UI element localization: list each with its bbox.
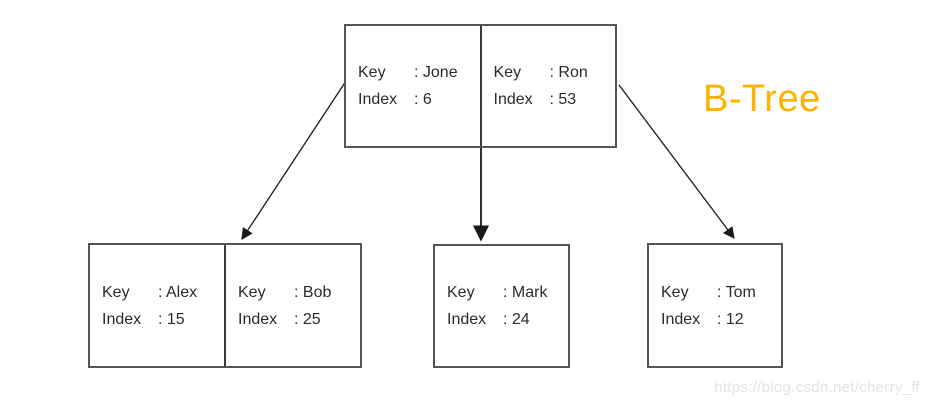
index-value: : 12 <box>717 310 744 328</box>
btree-child-node-middle: Key : Mark Index : 24 <box>433 244 570 368</box>
root-cell-ron: Key : Ron Index : 53 <box>479 26 616 146</box>
index-row: Index : 15 <box>102 306 224 333</box>
child-cell-bob: Key : Bob Index : 25 <box>224 245 360 366</box>
key-value: : Jone <box>414 64 458 81</box>
index-label: Index <box>358 91 398 108</box>
index-value: : 6 <box>414 91 432 108</box>
index-value: : 25 <box>294 310 321 328</box>
key-row: Key : Tom <box>661 279 781 306</box>
index-label: Index <box>493 91 533 108</box>
key-label: Key <box>493 64 522 81</box>
child-cell-alex: Key : Alex Index : 15 <box>90 245 224 366</box>
key-label: Key <box>661 283 689 301</box>
key-row: Key : Jone <box>358 59 480 86</box>
index-row: Index : 24 <box>447 306 568 333</box>
child-cell-mark: Key : Mark Index : 24 <box>435 246 568 366</box>
index-row: Index : 6 <box>358 86 480 113</box>
root-cell-jone: Key : Jone Index : 6 <box>346 26 480 146</box>
index-label: Index <box>661 310 701 328</box>
index-row: Index : 25 <box>238 306 360 333</box>
key-label: Key <box>358 64 386 81</box>
btree-root-node: Key : Jone Index : 6 Key : Ron Index : 53 <box>344 24 617 148</box>
index-row: Index : 53 <box>494 86 616 113</box>
key-row: Key : Ron <box>494 59 616 86</box>
key-row: Key : Bob <box>238 279 360 306</box>
key-label: Key <box>102 283 130 301</box>
index-value: : 24 <box>503 311 530 328</box>
key-value: : Tom <box>717 283 756 301</box>
key-value: : Alex <box>158 283 198 301</box>
diagram-title: B-Tree <box>703 78 821 120</box>
key-row: Key : Alex <box>102 279 224 306</box>
index-row: Index : 12 <box>661 306 781 333</box>
key-row: Key : Mark <box>447 279 568 306</box>
child-cell-tom: Key : Tom Index : 12 <box>649 245 781 366</box>
key-value: : Bob <box>294 283 332 301</box>
index-value: : 53 <box>549 91 577 108</box>
index-value: : 15 <box>158 310 185 328</box>
btree-child-node-right: Key : Tom Index : 12 <box>647 243 783 368</box>
index-label: Index <box>447 311 487 328</box>
key-label: Key <box>238 283 266 301</box>
key-value: : Mark <box>503 284 548 301</box>
edge-root-to-left-child <box>241 80 347 240</box>
index-label: Index <box>102 310 142 328</box>
key-value: : Ron <box>549 64 588 81</box>
watermark-text: https://blog.csdn.net/cherry_ff <box>714 379 920 396</box>
index-label: Index <box>238 310 278 328</box>
btree-child-node-left: Key : Alex Index : 15 Key : Bob Index : 25 <box>88 243 362 368</box>
key-label: Key <box>447 284 475 301</box>
